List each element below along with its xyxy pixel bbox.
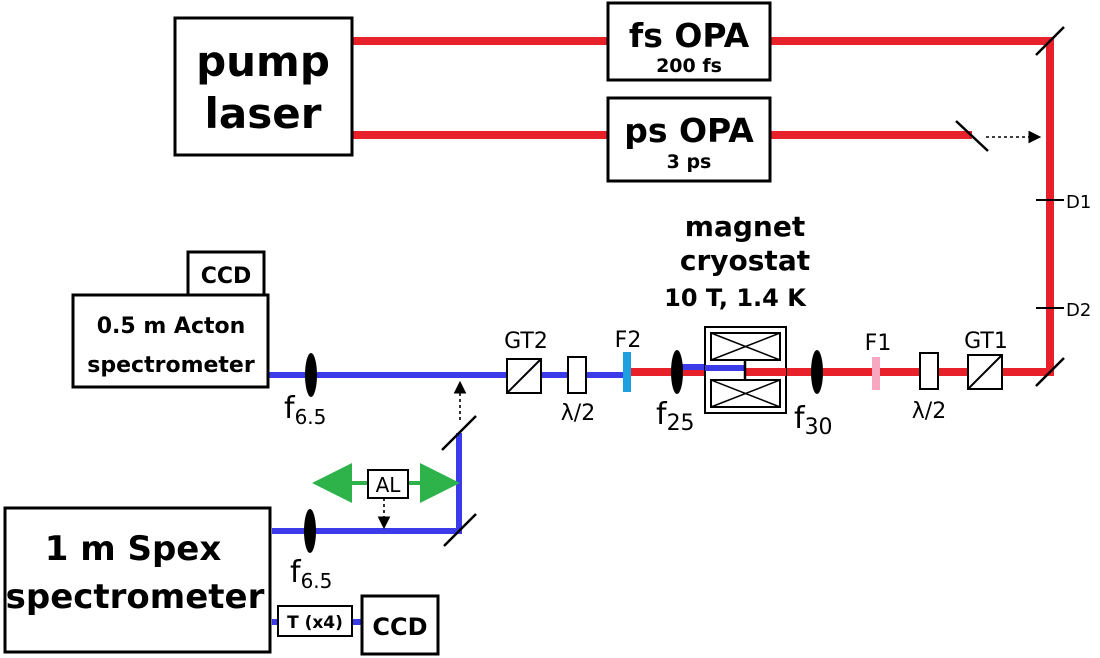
spex-spectrometer-box [3,506,272,654]
lens-f65-spex-label: f6.5 [290,555,332,593]
pump-laser-label-line1: pump [196,37,330,86]
ps-opa-box [606,96,772,183]
magnet-label-line2: cryostat [680,244,810,277]
spex-ccd-box [360,594,440,656]
coil-top-x2 [710,332,781,361]
waveplate-right-label: λ/2 [912,399,946,424]
magnet-label-line1: magnet [685,210,805,243]
mirror-flip [441,415,477,451]
telescope-box [277,605,353,637]
filter-f1-label: F1 [865,331,892,356]
al-box [367,469,409,499]
fs-opa-title: fs OPA [629,16,750,55]
mirror-spex [443,513,477,547]
detector-d2-label: D2 [1066,300,1091,321]
spex-label-line1: 1 m Spex [45,529,222,569]
filter-f1 [872,357,880,390]
lens-f65-acton-label: f6.5 [284,391,326,429]
detector-d1-label: D1 [1066,192,1091,213]
pump-laser-box [173,16,354,157]
mirror-ps [955,120,989,152]
waveplate-left [567,356,587,394]
acton-ccd-label: CCD [201,264,252,289]
ps-opa-subtitle: 3 ps [667,151,712,173]
gt2-diagonal [506,358,542,394]
al-label: AL [376,473,402,497]
lens-f25-label: f25 [656,397,695,436]
ps-opa-title: ps OPA [624,111,754,150]
fs-opa-subtitle: 200 fs [656,55,722,77]
mirror-top-right [1035,26,1065,56]
coil-bottom-x2 [710,379,781,408]
mirror-bottom-right [1035,357,1065,387]
waveplate-right [919,352,939,390]
gt1-diagonal [967,354,1003,390]
gt2-label: GT2 [504,329,548,354]
filter-f2 [623,352,631,392]
fs-opa-box [606,1,772,82]
acton-label-line2: spectrometer [87,353,255,378]
gt1-label: GT1 [964,329,1008,354]
spex-ccd-label: CCD [372,613,427,641]
acton-label-line1: 0.5 m Acton [97,314,246,339]
waveplate-left-label: λ/2 [561,401,595,426]
lens-f30-label: f30 [794,401,833,440]
acton-spectrometer-box [71,293,270,389]
lens-f25 [671,350,683,394]
filter-f2-label: F2 [615,328,642,353]
spex-label-line2: spectrometer [6,577,265,617]
pump-laser-label-line2: laser [205,89,322,138]
magnet-spec: 10 T, 1.4 K [664,284,807,312]
lens-f30 [811,350,823,394]
lens-f65-spex [304,509,316,553]
telescope-label: T (x4) [287,613,343,633]
lens-f65-acton [305,353,317,397]
